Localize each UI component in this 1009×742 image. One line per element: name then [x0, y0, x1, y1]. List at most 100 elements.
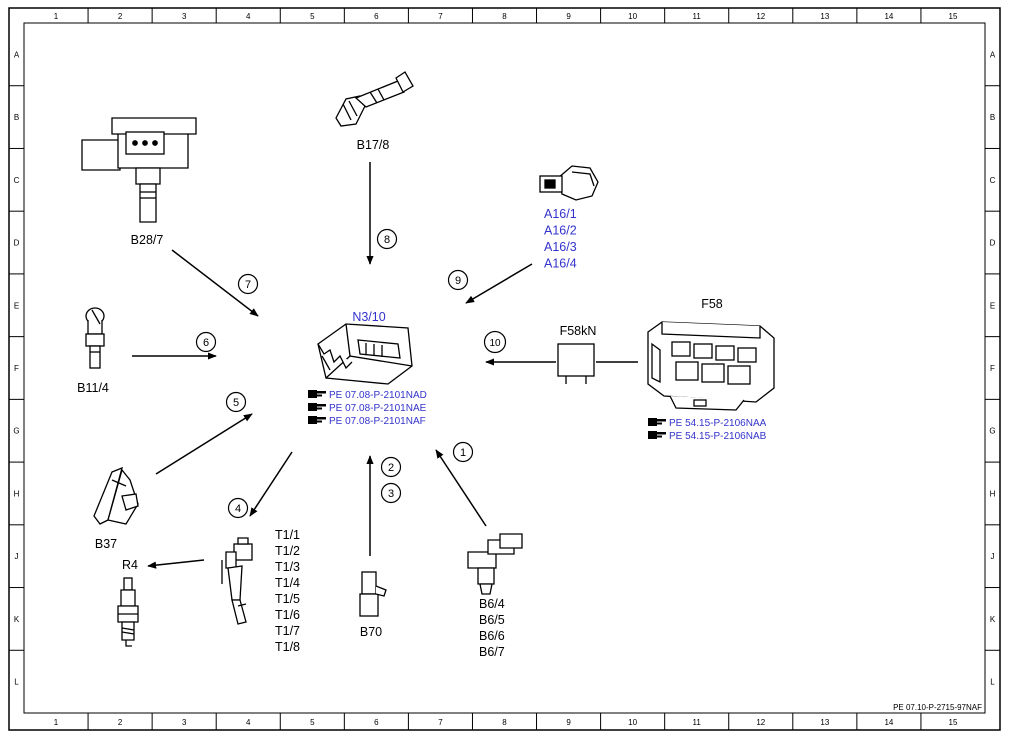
b70-sensor-drawing: [359, 571, 387, 617]
column-label: 5: [310, 718, 315, 727]
pointing-hand-icon[interactable]: [648, 418, 666, 426]
column-label: 6: [374, 718, 379, 727]
callout-10: 10: [483, 330, 507, 354]
component-label[interactable]: A16/2: [544, 224, 577, 238]
svg-text:8: 8: [384, 234, 390, 246]
column-label: 10: [628, 12, 637, 21]
column-label: 14: [884, 718, 893, 727]
callout-1: 1: [452, 441, 474, 463]
reference-link[interactable]: PE 07.08-P-2101NAD: [329, 390, 427, 401]
b37-pedal-drawing: [93, 466, 139, 525]
row-label: A: [990, 50, 996, 59]
svg-text:9: 9: [455, 275, 461, 287]
component-label[interactable]: A16/3: [544, 240, 577, 254]
component-label[interactable]: A16/1: [544, 207, 577, 221]
row-label: L: [14, 678, 19, 687]
column-label: 1: [54, 12, 59, 21]
component-label: T1/7: [275, 624, 300, 638]
svg-text:1: 1: [460, 447, 466, 459]
column-label: 13: [820, 12, 829, 21]
column-label: 14: [884, 12, 893, 21]
reference-link[interactable]: PE 07.08-P-2101NAE: [329, 403, 427, 414]
row-label: D: [990, 239, 996, 248]
component-label: B6/6: [479, 629, 505, 643]
column-label: 12: [756, 12, 765, 21]
b6-label-list: B6/4B6/5B6/6B6/7: [479, 597, 505, 659]
row-label: B: [990, 113, 995, 122]
b17-8-sensor-drawing: [335, 71, 414, 127]
svg-text:4: 4: [235, 503, 241, 515]
row-label: D: [14, 239, 20, 248]
callout-2: 2: [380, 456, 402, 478]
callout-circles: 1 2 3 4 5 6 7 8 9 10: [195, 228, 507, 519]
column-label: 9: [566, 718, 571, 727]
pointing-hand-icon[interactable]: [648, 431, 666, 439]
callout-8: 8: [376, 228, 398, 250]
label-f58kn: F58kN: [560, 324, 597, 338]
label-b70: B70: [360, 625, 382, 639]
document-id: PE 07.10-P-2715-97NAF: [893, 703, 982, 712]
svg-text:10: 10: [489, 338, 501, 349]
component-label: T1/3: [275, 560, 300, 574]
component-label: T1/1: [275, 528, 300, 542]
f58-document-references: PE 54.15-P-2106NAA PE 54.15-P-2106NAB: [648, 418, 767, 442]
r4-spark-plug-drawing: [117, 577, 139, 647]
b6-sensor-drawing: [467, 533, 523, 595]
column-label: 5: [310, 12, 315, 21]
component-label: T1/6: [275, 608, 300, 622]
label-b17-8: B17/8: [357, 138, 390, 152]
svg-text:6: 6: [203, 337, 209, 349]
component-label[interactable]: A16/4: [544, 257, 577, 271]
reference-link[interactable]: PE 54.15-P-2106NAA: [669, 418, 767, 429]
callout-4: 4: [227, 497, 249, 519]
reference-link[interactable]: PE 07.08-P-2101NAF: [329, 416, 426, 427]
row-label: H: [14, 489, 20, 498]
row-label: L: [990, 678, 995, 687]
row-label: K: [14, 615, 20, 624]
label-f58: F58: [701, 297, 723, 311]
row-label: A: [14, 50, 20, 59]
column-label: 8: [502, 12, 507, 21]
label-b37: B37: [95, 537, 117, 551]
column-ticks: 1122334455667788991010111112121313141415…: [54, 8, 958, 730]
column-label: 15: [949, 12, 958, 21]
pointing-hand-icon[interactable]: [308, 416, 326, 424]
row-label: G: [989, 427, 995, 436]
b11-4-sensor-drawing: [85, 307, 105, 369]
column-label: 1: [54, 718, 59, 727]
a16-knock-sensor-drawing: [539, 165, 599, 201]
component-label: B6/4: [479, 597, 505, 611]
column-label: 13: [820, 718, 829, 727]
t1-label-list: T1/1T1/2T1/3T1/4T1/5T1/6T1/7T1/8: [275, 528, 300, 654]
row-label: E: [990, 301, 995, 310]
label-n3-10[interactable]: N3/10: [352, 310, 385, 324]
reference-link[interactable]: PE 54.15-P-2106NAB: [669, 431, 767, 442]
callout-7: 7: [237, 273, 259, 295]
column-label: 11: [693, 12, 702, 21]
component-label: B6/7: [479, 645, 505, 659]
row-label: J: [991, 552, 995, 561]
column-label: 2: [118, 718, 123, 727]
label-b11-4: B11/4: [77, 381, 109, 395]
column-label: 9: [566, 12, 571, 21]
row-label: K: [990, 615, 996, 624]
column-label: 12: [756, 718, 765, 727]
callout-9: 9: [447, 269, 469, 291]
svg-text:7: 7: [245, 279, 251, 291]
row-label: J: [15, 552, 19, 561]
pointing-hand-icon[interactable]: [308, 403, 326, 411]
svg-text:2: 2: [388, 462, 394, 474]
column-label: 4: [246, 12, 251, 21]
component-label: T1/5: [275, 592, 300, 606]
callout-3: 3: [380, 482, 402, 504]
label-r4: R4: [122, 558, 138, 572]
n3-10-document-references: PE 07.08-P-2101NAD PE 07.08-P-2101NAE PE 0…: [308, 390, 427, 427]
t1-ignition-coil-drawing: [221, 537, 253, 625]
label-b28-7: B28/7: [131, 233, 164, 247]
f58-fuse-box-drawing: [647, 321, 775, 411]
f58kn-relay-drawing: [557, 343, 595, 384]
svg-text:5: 5: [233, 397, 239, 409]
pointing-hand-icon[interactable]: [308, 390, 326, 398]
